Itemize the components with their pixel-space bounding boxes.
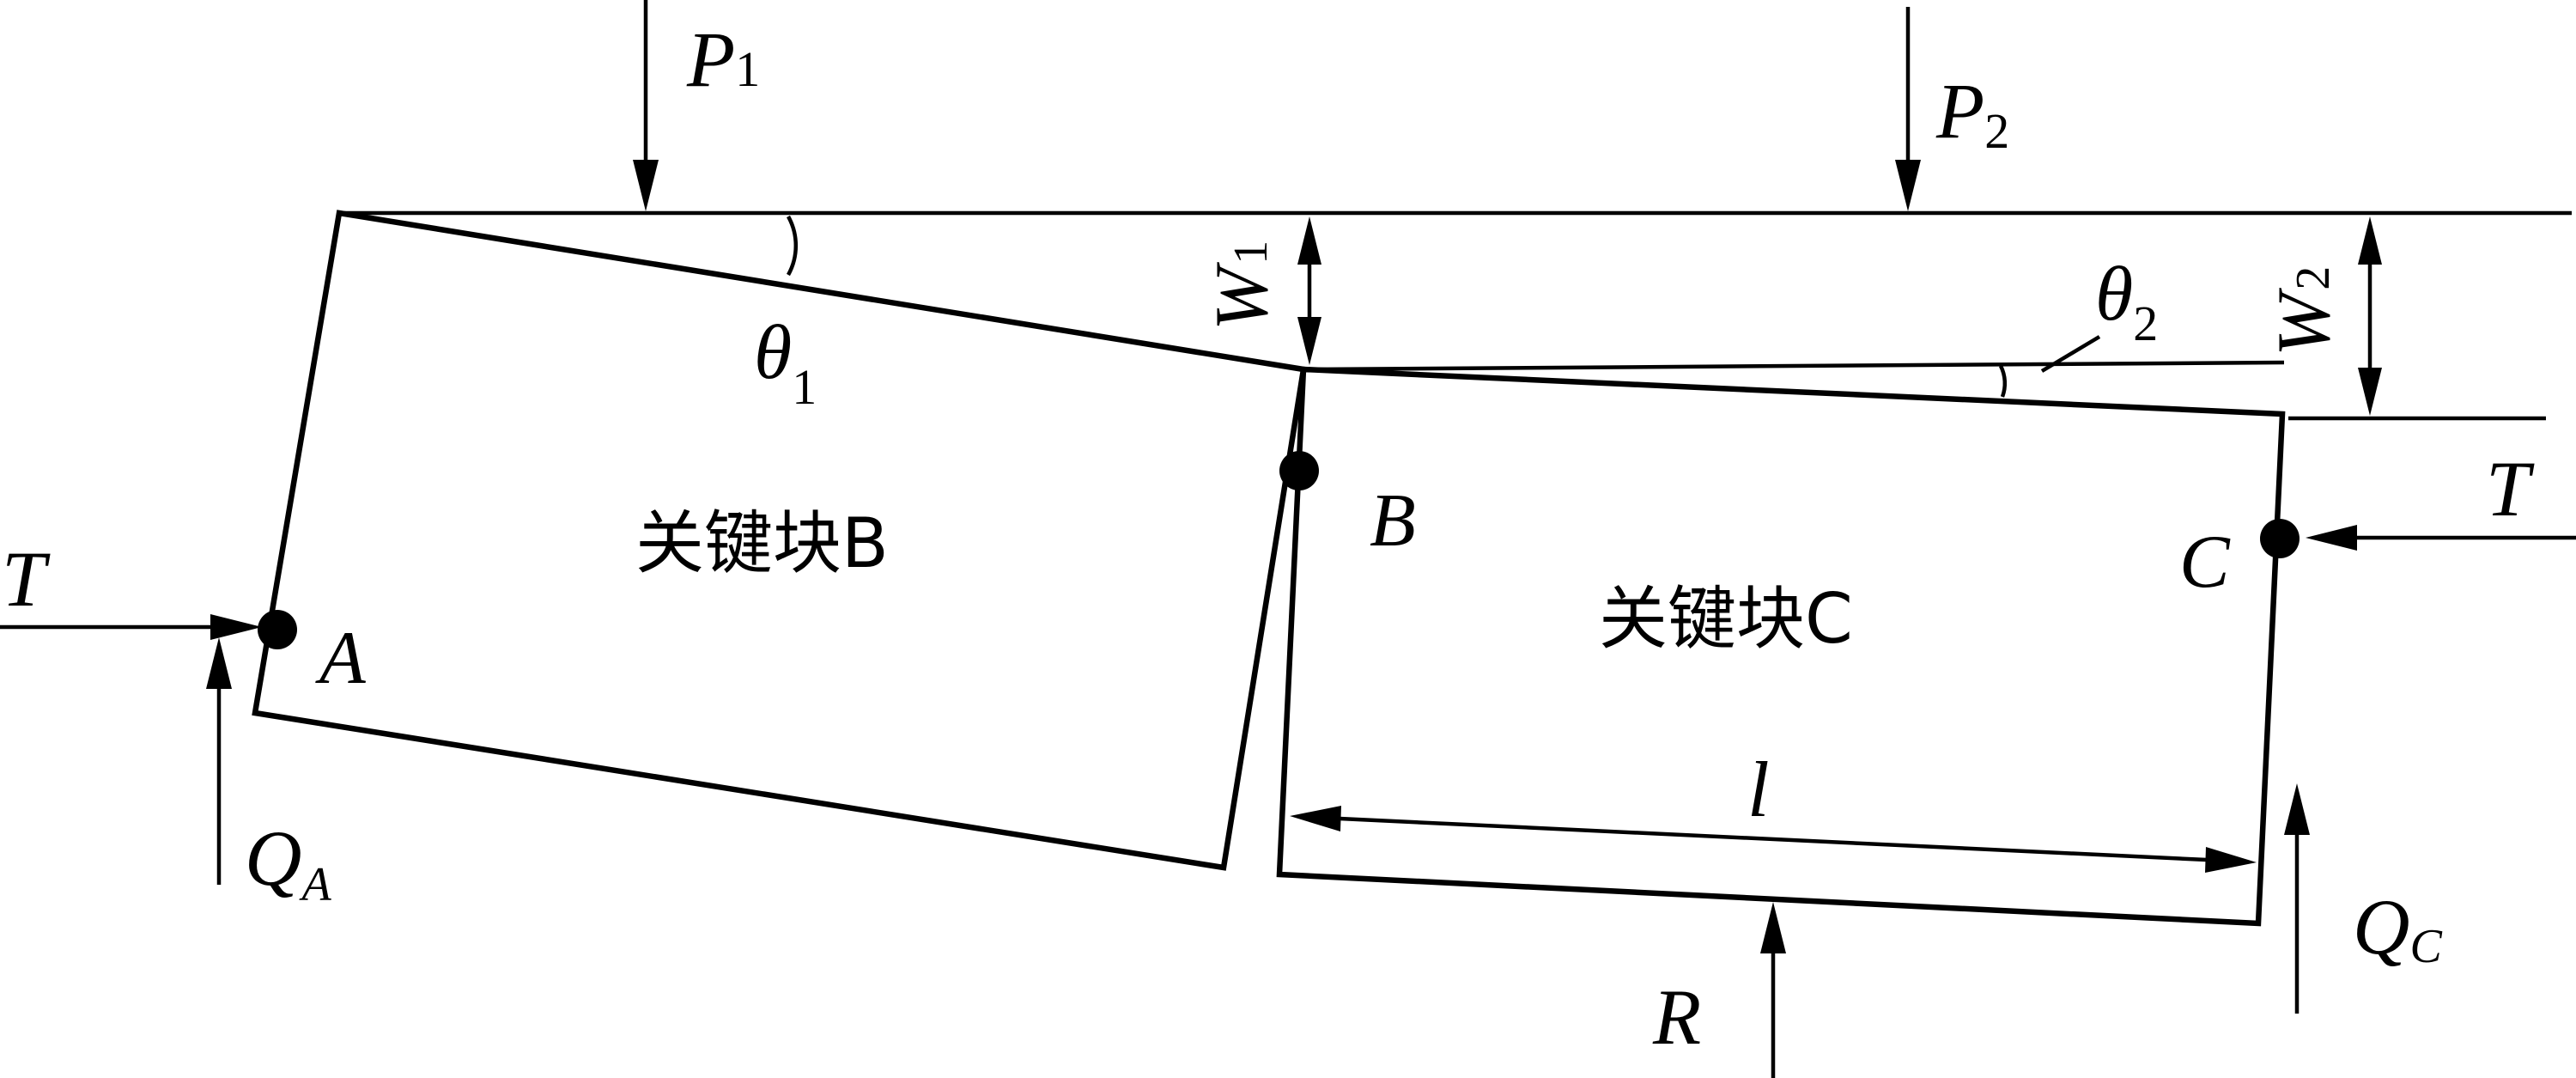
theta2-angle-arc <box>1998 364 2008 398</box>
theta1-label: θ1 <box>754 310 817 415</box>
length-dimension-arrow <box>1290 806 2257 873</box>
key-block-c <box>1276 366 2286 927</box>
point-b-dot <box>1279 451 1319 490</box>
qa-label: QA <box>245 814 331 911</box>
t-left-label: T <box>2 535 51 623</box>
p2-load-arrow <box>1895 7 1921 211</box>
t-right-label: T <box>2486 445 2535 533</box>
w2-deflection-arrow <box>2358 216 2382 416</box>
w2-label: W2 <box>2263 266 2346 356</box>
t-left-thrust-arrow <box>0 614 262 640</box>
point-c-dot <box>2260 519 2300 558</box>
p2-label: P2 <box>1935 67 2009 159</box>
key-block-b <box>252 210 1307 871</box>
qa-shear-arrow <box>206 637 232 885</box>
p1-label: P1 <box>686 15 760 103</box>
key-block-b-label: 关键块B <box>635 503 889 583</box>
point-b-label: B <box>1370 479 1416 563</box>
t-right-thrust-arrow <box>2306 525 2576 551</box>
point-a-dot <box>258 610 297 649</box>
w1-deflection-arrow <box>1297 216 1321 365</box>
theta2-label: θ2 <box>2095 252 2158 351</box>
r-label: R <box>1652 973 1701 1061</box>
p1-load-arrow <box>633 0 659 211</box>
point-c-label: C <box>2179 521 2231 604</box>
qc-label: QC <box>2353 883 2442 973</box>
point-a-label: A <box>315 617 367 700</box>
length-label: l <box>1747 746 1770 833</box>
qc-shear-arrow <box>2284 783 2310 1014</box>
theta2-reference-line <box>1309 360 2285 372</box>
key-block-c-label: 关键块C <box>1599 579 1853 659</box>
theta1-angle-arc <box>787 215 798 277</box>
w1-label: W1 <box>1200 241 1284 331</box>
r-support-arrow <box>1760 902 1786 1078</box>
theta2-leader-line <box>2040 335 2101 373</box>
